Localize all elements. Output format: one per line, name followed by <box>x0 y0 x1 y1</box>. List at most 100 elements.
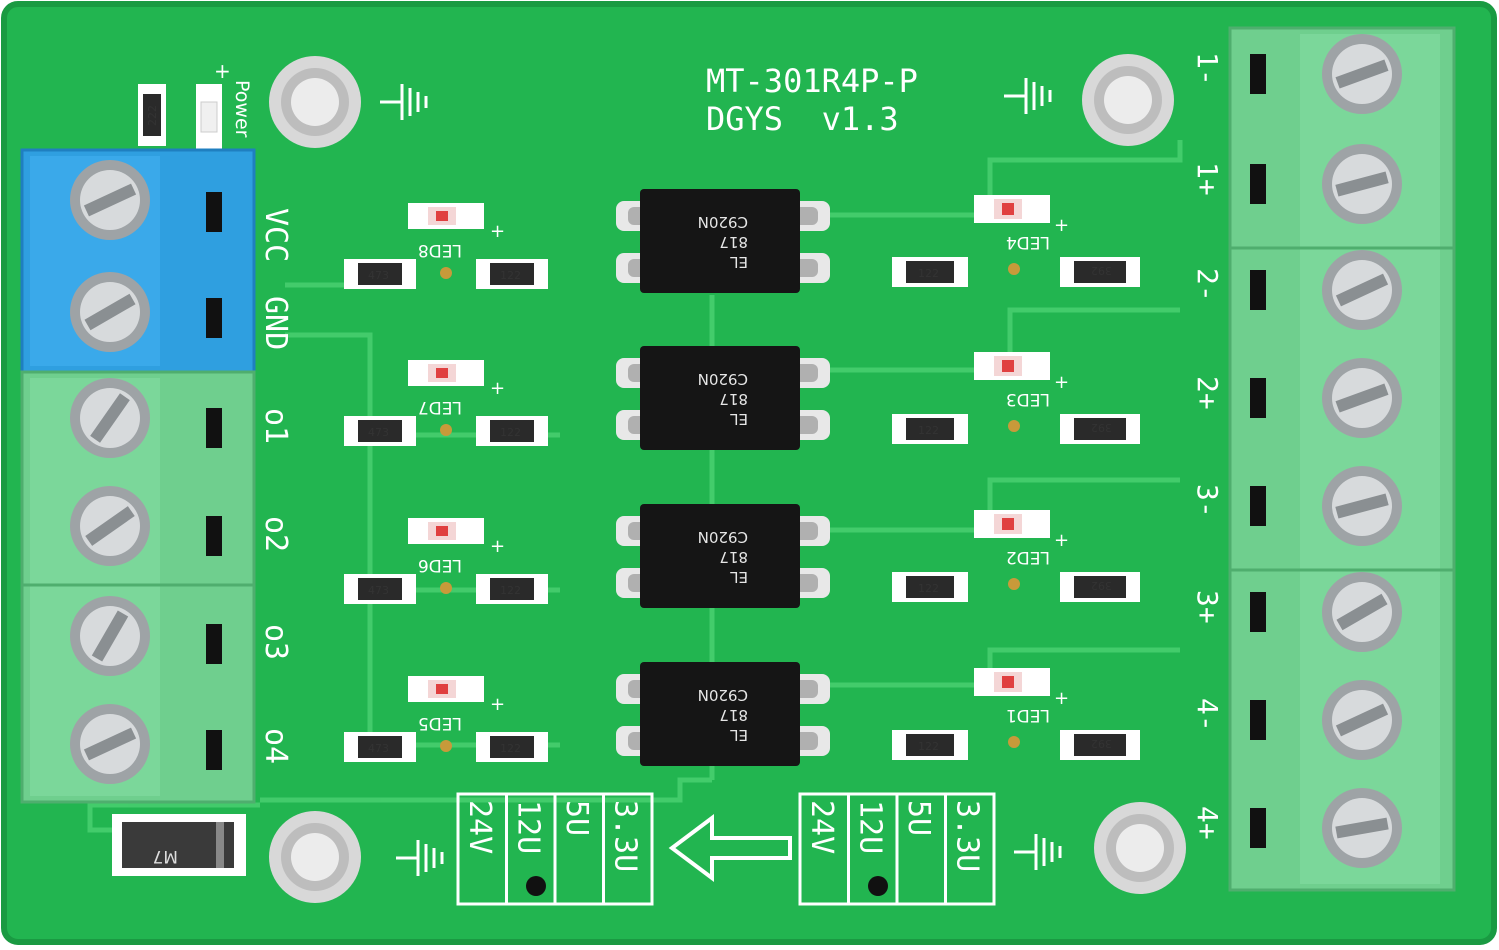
resistor-value: 473 <box>368 584 389 597</box>
resistor-value: 122 <box>500 269 521 282</box>
right-resistor-a: 122 <box>892 572 968 602</box>
resistor-value: 473 <box>368 269 389 282</box>
right-led <box>974 195 1050 223</box>
opto-line-3: C920N <box>698 686 748 704</box>
left-led-label: LED5 <box>418 713 462 733</box>
left-resistor-a: 473 <box>344 732 416 762</box>
voltage-option: 5U <box>901 800 936 836</box>
left-resistor-a: 473 <box>344 259 416 289</box>
power-resistor: 222 <box>138 84 166 146</box>
right-terminal-labels: 1-1+2-2+3-3+4-4+ <box>1191 52 1224 840</box>
right-led-label: LED3 <box>1006 389 1050 409</box>
via <box>1008 578 1020 590</box>
right-resistor-b: 392 <box>1060 257 1140 287</box>
opto-line-1: EL <box>730 568 748 586</box>
screw-gnd <box>70 272 150 352</box>
screw-2-[interactable] <box>1322 250 1402 330</box>
right-label-5: 3+ <box>1191 590 1224 624</box>
right-resistor-b: 392 <box>1060 730 1140 760</box>
screw-1-[interactable] <box>1322 34 1402 114</box>
terminal-slot <box>1250 486 1266 526</box>
right-terminal-screws[interactable] <box>1322 34 1402 868</box>
board-title: MT-301R4P-P <box>706 62 918 100</box>
mounting-hole-top-right <box>1082 54 1174 146</box>
power-led <box>196 84 222 154</box>
left-resistor-b: 122 <box>476 574 548 604</box>
screw-3-[interactable] <box>1322 466 1402 546</box>
opto-line-2: 817 <box>719 390 748 408</box>
via <box>440 267 452 279</box>
right-label-4: 3- <box>1191 484 1224 518</box>
opto-line-3: C920N <box>698 528 748 546</box>
mounting-hole-top-left <box>269 56 361 148</box>
voltage-option: 3.3U <box>608 800 643 872</box>
screw-3+[interactable] <box>1322 572 1402 652</box>
screw-1+[interactable] <box>1322 144 1402 224</box>
left-led-label: LED6 <box>418 555 462 575</box>
terminal-slot <box>1250 592 1266 632</box>
diode-m7: M7 <box>112 814 246 876</box>
opto-line-2: 817 <box>719 706 748 724</box>
screw-vcc <box>70 160 150 240</box>
led-plus-sign: + <box>1054 372 1069 393</box>
resistor-value: 122 <box>500 584 521 597</box>
mounting-hole-bottom-left <box>269 811 361 903</box>
opto-line-3: C920N <box>698 213 748 231</box>
via <box>1008 736 1020 748</box>
left-resistor-a: 473 <box>344 574 416 604</box>
screw-o2 <box>70 486 150 566</box>
resistor-value: 122 <box>500 426 521 439</box>
resistor-value: 122 <box>918 424 939 437</box>
resistor-value: 473 <box>368 742 389 755</box>
right-label-7: 4+ <box>1191 806 1224 840</box>
opto-line-1: EL <box>730 253 748 271</box>
right-resistor-b: 392 <box>1060 414 1140 444</box>
screw-4-[interactable] <box>1322 680 1402 760</box>
right-led <box>974 510 1050 538</box>
opto-line-2: 817 <box>719 233 748 251</box>
voltage-option: 3.3U <box>950 800 985 872</box>
power-label: Power <box>231 80 253 138</box>
left-led <box>408 676 484 702</box>
right-label-1: 1+ <box>1191 162 1224 196</box>
terminal-slot <box>1250 270 1266 310</box>
led-plus-sign: + <box>490 221 505 242</box>
power-plus-label: + <box>214 59 231 83</box>
right-led-label: LED4 <box>1006 232 1050 252</box>
via <box>440 582 452 594</box>
terminal-slot <box>1250 808 1266 848</box>
ground-symbol-icon <box>380 78 1062 876</box>
opto-line-3: C920N <box>698 370 748 388</box>
led-plus-sign: + <box>490 378 505 399</box>
left-label-o1: o1 <box>258 408 293 444</box>
left-led <box>408 360 484 386</box>
screw-o1 <box>70 378 150 458</box>
right-label-0: 1- <box>1191 52 1224 86</box>
svg-text:222: 222 <box>146 105 159 126</box>
board-subtitle: DGYS v1.3 <box>706 100 899 138</box>
via <box>440 740 452 752</box>
right-resistor-a: 122 <box>892 414 968 444</box>
left-led <box>408 203 484 229</box>
left-terminal-screws[interactable] <box>70 160 150 784</box>
solder-jumper-dot <box>868 876 888 896</box>
screw-2+[interactable] <box>1322 358 1402 438</box>
voltage-option: 12U <box>511 800 546 854</box>
right-label-3: 2+ <box>1191 376 1224 410</box>
led-plus-sign: + <box>1054 215 1069 236</box>
screw-o3 <box>70 596 150 676</box>
right-terminal-slots <box>1250 54 1266 848</box>
right-resistor-b: 392 <box>1060 572 1140 602</box>
resistor-value: 392 <box>1091 579 1112 592</box>
right-led <box>974 668 1050 696</box>
resistor-value: 122 <box>918 740 939 753</box>
screw-4+[interactable] <box>1322 788 1402 868</box>
